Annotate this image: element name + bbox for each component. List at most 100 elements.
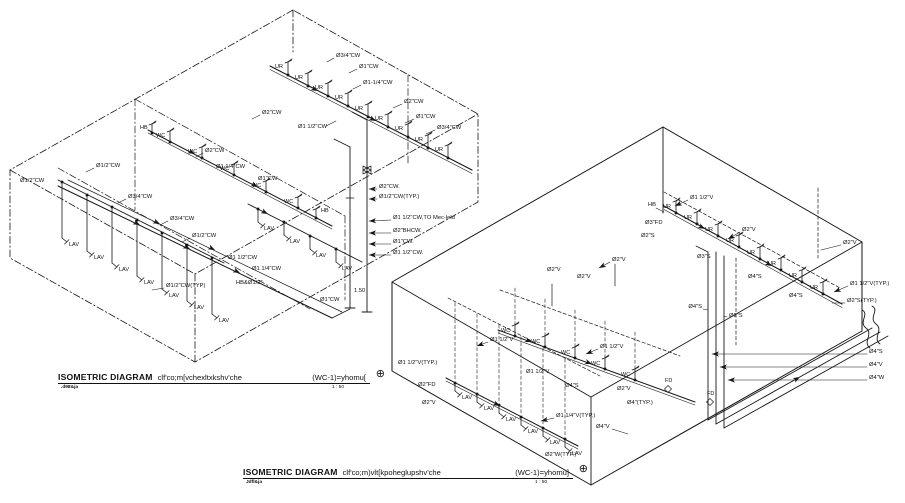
- leader-arrow: [728, 233, 736, 239]
- title-block-right: ISOMETRIC DIAGRAM clf'co;m)vlt[kpoheglup…: [243, 464, 588, 485]
- fixture-line: [114, 264, 120, 270]
- fixture-line: [262, 179, 270, 183]
- pipe-junction: [758, 257, 762, 261]
- fixture-line: [89, 252, 95, 258]
- pipe-junction: [168, 140, 172, 144]
- leader-line: [348, 68, 358, 74]
- pipe-size-label: Ø1/2"CW: [192, 233, 217, 239]
- pipe-size-label: Ø2"W(TYP.): [545, 452, 576, 458]
- pipe-size-label: Ø1 1/2"V(TYP.): [398, 360, 437, 366]
- fixture-line: [424, 133, 432, 137]
- pipe-junction: [603, 367, 607, 371]
- fixture-line: [672, 199, 680, 203]
- pipe-junction: [386, 125, 390, 129]
- fixture-label: UR: [275, 64, 283, 70]
- pipe-size-label: Ø1 1/4"CW: [216, 164, 246, 170]
- fixture-line: [186, 300, 193, 306]
- fixture-label: LAV: [264, 226, 274, 232]
- fixture-label: FD: [707, 391, 714, 397]
- pipe-junction: [573, 356, 577, 360]
- title-row: ISOMETRIC DIAGRAM clf'co;m)vlt[kpoheglup…: [243, 467, 573, 479]
- fixture-label: UR: [335, 95, 343, 101]
- fixture-line: [189, 302, 195, 308]
- pipe-junction: [286, 73, 290, 77]
- flow-arrow: [584, 359, 592, 365]
- fixture-line: [211, 313, 218, 319]
- pipe-size-label: Ø2"CW: [262, 110, 282, 116]
- leader-arrow: [369, 186, 376, 192]
- lav-header-2: [445, 380, 579, 450]
- pipe-size-label: Ø4"S: [565, 383, 579, 389]
- fixture-line: [309, 248, 316, 254]
- title-scale: 1 : 50: [534, 480, 547, 485]
- pipe-size-label: Ø1"CW: [359, 64, 379, 70]
- flow-arrow: [132, 219, 140, 225]
- riser-connector: [333, 138, 351, 148]
- pipe-junction: [695, 222, 699, 226]
- pipe-size-label: Ø2"V: [742, 227, 756, 233]
- fixture-line: [111, 262, 118, 268]
- ur-header-2: [663, 209, 843, 308]
- leader-line: [325, 120, 337, 127]
- pipe-size-label: Ø1 1/2"CW,TO Mec-leld: [393, 215, 455, 221]
- pipe-junction: [232, 173, 236, 177]
- pipe-size-label: Ø1"CW: [258, 176, 278, 182]
- riser-connector: [351, 111, 368, 121]
- fixture-line: [714, 222, 722, 226]
- pipe-junction: [446, 156, 450, 160]
- fixture-line: [230, 162, 238, 166]
- pipe-junction: [308, 234, 312, 238]
- pipe-junction: [453, 381, 457, 385]
- fixture-label: WC: [591, 361, 600, 367]
- pipe-junction: [716, 234, 720, 238]
- pipe-size-label: Ø3/4"CW: [170, 216, 195, 222]
- leader-arrow: [586, 348, 594, 354]
- wc-header: [147, 129, 333, 227]
- fixture-label: HB: [140, 125, 148, 131]
- fixture-label: LAV: [528, 429, 538, 435]
- fixture-label: UR: [789, 273, 797, 279]
- fixture-line: [457, 392, 463, 398]
- pipe-junction: [326, 94, 330, 98]
- pipe-size-label: Ø1 1/2"CW: [298, 124, 328, 130]
- leader-arrow: [369, 241, 376, 247]
- pipe-size-label: Ø2"BHCW.: [393, 228, 422, 234]
- fixture-label: LAV: [69, 242, 79, 248]
- fixture-label: LAV: [550, 440, 560, 446]
- fixture-label: LAV: [484, 406, 494, 412]
- floor-drain-symbol: [706, 398, 714, 406]
- leader-line: [159, 220, 169, 226]
- pipe-junction: [256, 207, 260, 211]
- leader-arrow: [834, 286, 842, 292]
- pipe-size-label: Ø1 1/2"V: [526, 369, 549, 375]
- pipe-size-label: Ø1/2"CW(TYP.): [379, 194, 419, 200]
- leader-line: [702, 308, 709, 311]
- fixture-line: [260, 223, 266, 229]
- pipe-junction: [800, 280, 804, 284]
- fixture-label: UR: [295, 75, 303, 81]
- pipe-size-label: Ø2"CW: [404, 99, 424, 105]
- fixture-label: LAV: [342, 266, 352, 272]
- fixture-label: UR: [435, 147, 443, 153]
- pipe-size-label: Ø1"CW.: [393, 239, 414, 245]
- interior-wall: [57, 167, 311, 310]
- pipe-junction: [185, 243, 189, 247]
- pipe-size-label: Ø2"CW: [205, 148, 225, 154]
- pipe-junction: [633, 378, 637, 382]
- leader-arrow: [599, 262, 607, 268]
- fixture-line: [136, 275, 143, 281]
- pipe-size-label: Ø4"S: [748, 274, 762, 280]
- room-box-outline: [391, 126, 863, 486]
- fixture-line: [286, 236, 292, 242]
- pipe-size-label: Ø1 1/2"CW.: [393, 250, 424, 256]
- pipe-size-label: Ø1 1/2"V: [690, 195, 713, 201]
- fixture-line: [523, 426, 529, 432]
- leader-arrow: [369, 230, 376, 236]
- fixture-line: [542, 435, 549, 441]
- leader-line: [404, 118, 415, 124]
- pipe-size-label: Ø2"V: [843, 240, 857, 246]
- pipe-size-label: 1.50: [354, 288, 365, 294]
- ur-header: [269, 65, 473, 171]
- fixture-line: [498, 412, 505, 418]
- floor-drain-symbol: [664, 385, 672, 393]
